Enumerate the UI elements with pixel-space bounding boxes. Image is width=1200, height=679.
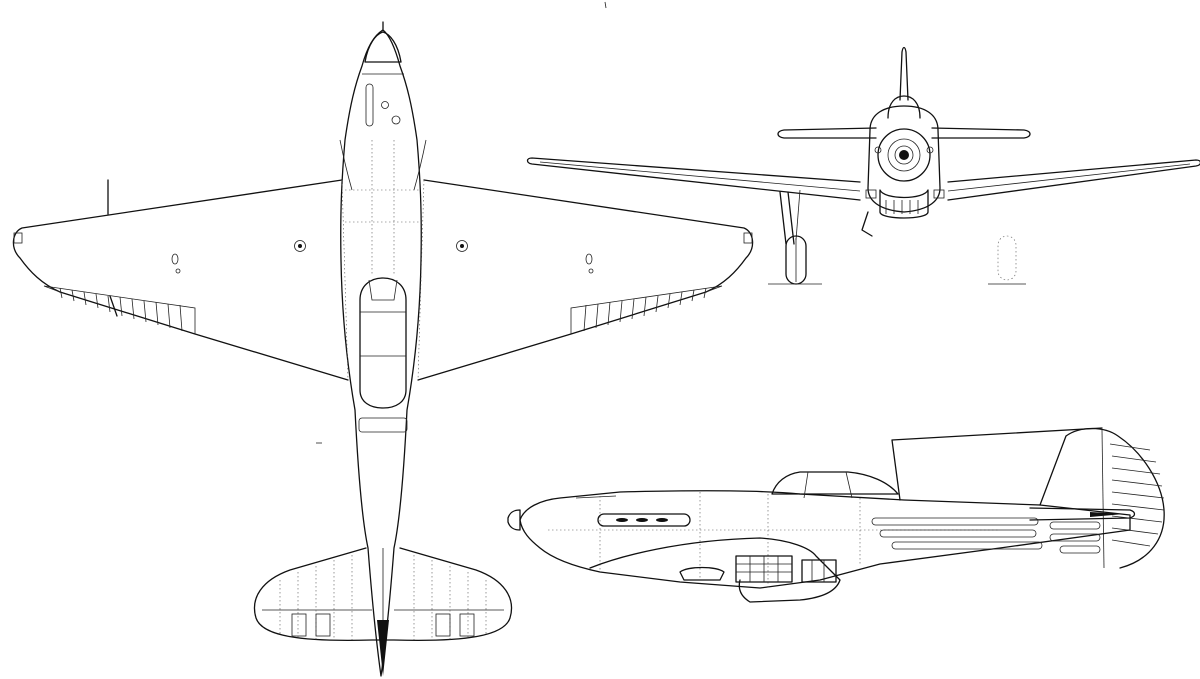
left-wing-outline: [12, 179, 349, 381]
right-wing-outline: [417, 179, 754, 381]
propeller-spinner: [877, 128, 931, 182]
scan-marks: [316, 1, 607, 444]
side-view: [507, 427, 1165, 603]
side-fuselage-outline: [519, 490, 1131, 589]
front-wing-left: [526, 157, 861, 201]
front-view: [526, 46, 1200, 285]
front-wing-right: [947, 159, 1200, 201]
plan-view: [12, 21, 754, 677]
fuselage-outline: [340, 21, 422, 677]
